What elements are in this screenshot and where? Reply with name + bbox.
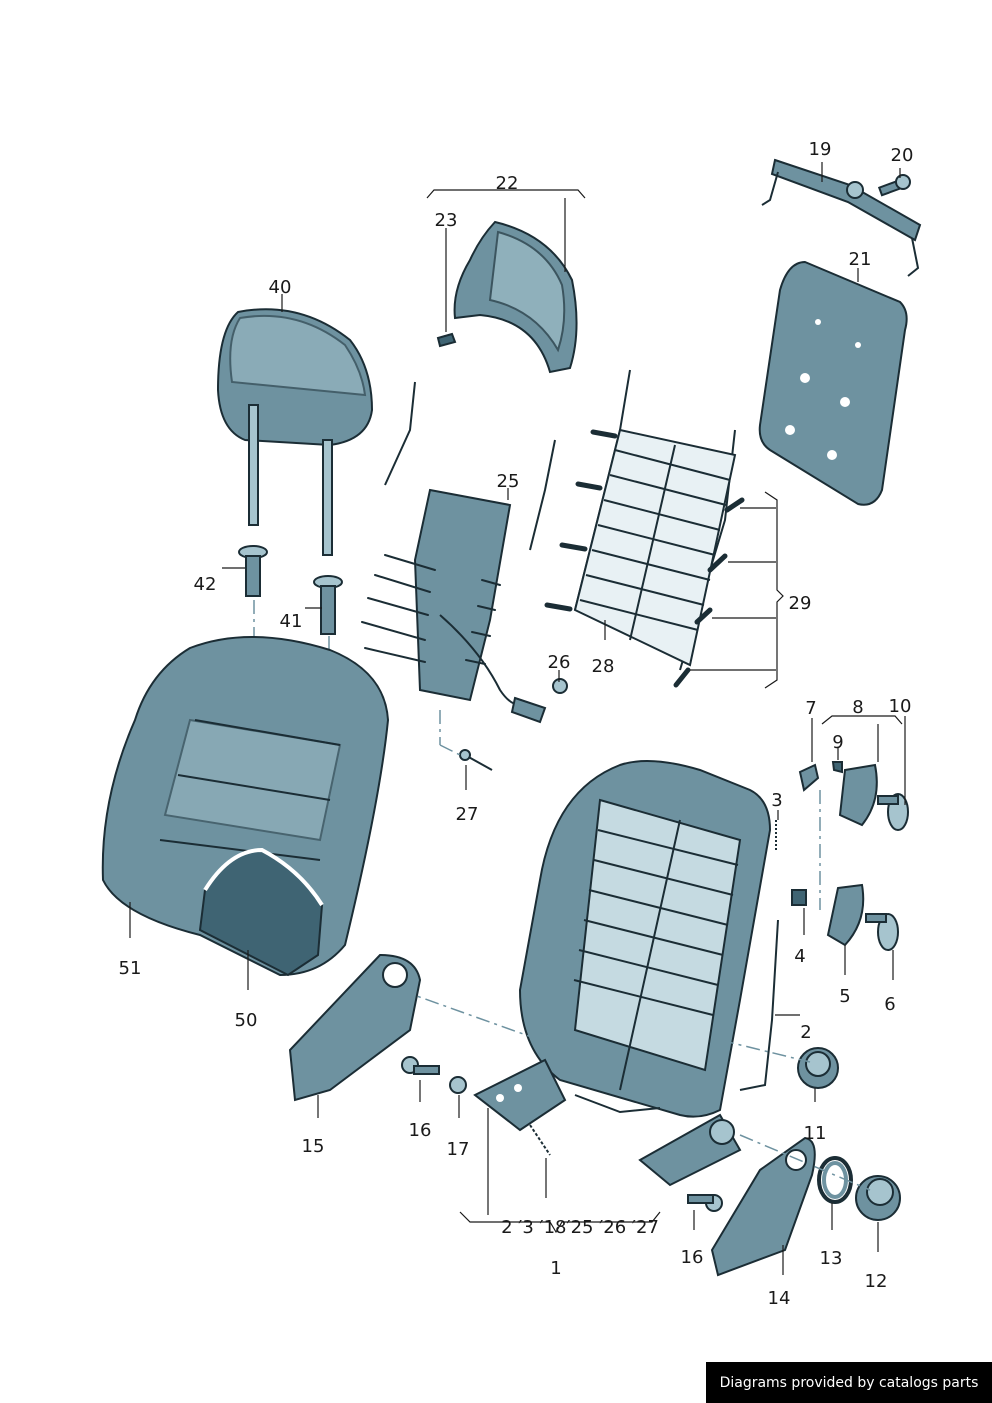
label-13: 13 xyxy=(820,1248,843,1269)
headrest xyxy=(216,308,374,556)
lumbar-support xyxy=(361,381,556,724)
bolt-16-right xyxy=(687,1194,723,1212)
pin-27 xyxy=(459,749,493,771)
label-4: 4 xyxy=(794,946,805,967)
credit-banner: Diagrams provided by catalogs parts xyxy=(706,1362,992,1403)
label-16-right: 16 xyxy=(681,1247,704,1268)
leader-lines xyxy=(129,162,906,1275)
label-9: 9 xyxy=(832,732,843,753)
label-19: 19 xyxy=(809,139,832,160)
label-14: 14 xyxy=(768,1288,791,1309)
label-42: 42 xyxy=(194,574,217,595)
label-7: 7 xyxy=(805,698,816,719)
label-5: 5 xyxy=(839,986,850,1007)
label-6: 6 xyxy=(884,994,895,1015)
knob-10 xyxy=(877,793,909,831)
label-51: 51 xyxy=(119,958,142,979)
label-12: 12 xyxy=(865,1271,888,1292)
label-group-1: 2 ′3 ′18′25 ′26 ′27 xyxy=(501,1217,659,1238)
label-16-left: 16 xyxy=(409,1120,432,1141)
label-2: 2 xyxy=(800,1022,811,1043)
screw-26 xyxy=(552,678,568,694)
label-17: 17 xyxy=(447,1139,470,1160)
handle-8 xyxy=(838,763,878,827)
clip-7 xyxy=(798,763,820,792)
handle-5 xyxy=(826,883,865,947)
label-1: 1 xyxy=(550,1258,561,1279)
spring-mat xyxy=(544,369,745,688)
clip-9 xyxy=(831,761,843,774)
label-27: 27 xyxy=(456,804,479,825)
backrest-panel xyxy=(758,260,908,506)
label-21: 21 xyxy=(849,249,872,270)
knob-11 xyxy=(797,1047,839,1089)
backrest-cover xyxy=(101,635,390,977)
label-41: 41 xyxy=(280,611,303,632)
top-bracket xyxy=(761,158,922,277)
label-10: 10 xyxy=(889,696,912,717)
part-labels: 40 42 41 51 50 22 23 25 26 27 28 29 19 2… xyxy=(119,139,914,1309)
cover-15 xyxy=(288,953,422,1102)
label-20: 20 xyxy=(891,145,914,166)
lumbar-shell xyxy=(436,220,578,374)
label-11: 11 xyxy=(804,1123,827,1144)
clip-4 xyxy=(791,889,807,906)
cover-14 xyxy=(710,1136,816,1277)
knob-6 xyxy=(865,913,899,951)
headrest-guide-41 xyxy=(313,575,343,635)
knob-12 xyxy=(855,1175,901,1221)
label-8: 8 xyxy=(852,697,863,718)
label-29: 29 xyxy=(789,593,812,614)
label-3: 3 xyxy=(771,790,782,811)
label-28: 28 xyxy=(592,656,615,677)
label-50: 50 xyxy=(235,1010,258,1031)
label-23: 23 xyxy=(435,210,458,231)
label-26: 26 xyxy=(548,652,571,673)
label-15: 15 xyxy=(302,1136,325,1157)
label-22: 22 xyxy=(496,173,519,194)
clip-23 xyxy=(436,332,457,348)
headrest-guide-42 xyxy=(238,545,268,597)
connector-26 xyxy=(510,696,547,724)
bushing-17 xyxy=(449,1076,467,1094)
label-25: 25 xyxy=(497,471,520,492)
backrest-frame xyxy=(473,760,779,1187)
bolt-16-left xyxy=(401,1056,440,1075)
screw-20 xyxy=(877,174,911,197)
label-40: 40 xyxy=(269,277,292,298)
